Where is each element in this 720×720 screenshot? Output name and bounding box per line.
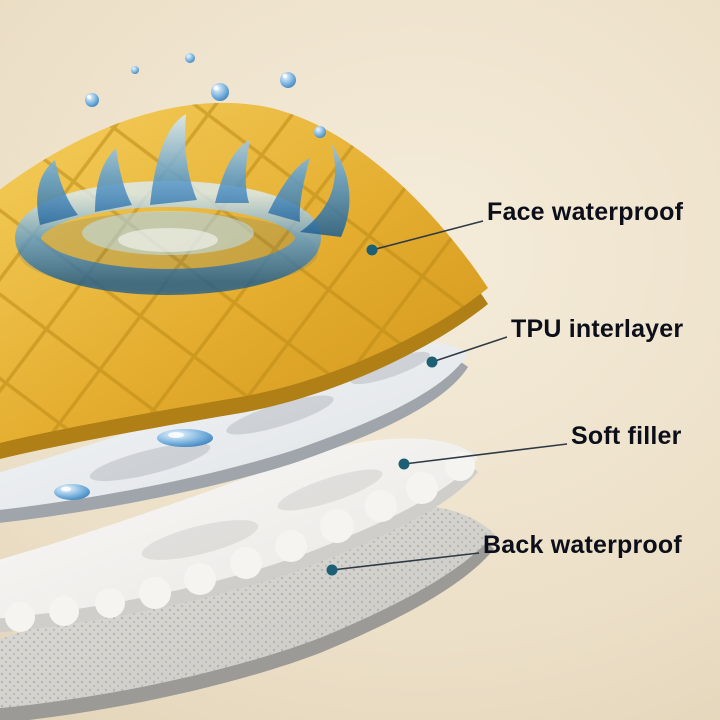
label-face-waterproof: Face waterproof: [487, 198, 684, 226]
callout-dot-back-waterproof: [326, 564, 338, 576]
label-tpu-interlayer: TPU interlayer: [511, 315, 684, 343]
leader-line-tpu-interlayer: [431, 336, 508, 363]
fluff-texture: [5, 451, 475, 632]
label-back-waterproof: Back waterproof: [483, 531, 682, 559]
callout-dot-soft-filler: [398, 458, 410, 470]
leader-line-face-waterproof: [371, 220, 484, 251]
fluff-shadow: [141, 469, 383, 560]
callout-dot-face-waterproof: [366, 244, 378, 256]
tpu-marble-texture: [89, 351, 430, 481]
layer-back-waterproof: [0, 504, 494, 720]
callout-lines: [331, 220, 568, 571]
water-splash: [15, 53, 350, 295]
callout-dots: [326, 244, 438, 576]
leader-line-back-waterproof: [331, 552, 480, 571]
label-soft-filler: Soft filler: [571, 422, 682, 450]
layer-tpu-interlayer: [0, 343, 468, 523]
leader-line-soft-filler: [403, 443, 568, 465]
water-droplets: [85, 53, 326, 138]
callout-dot-tpu-interlayer: [426, 356, 438, 368]
layer-soft-filler: [0, 438, 478, 633]
